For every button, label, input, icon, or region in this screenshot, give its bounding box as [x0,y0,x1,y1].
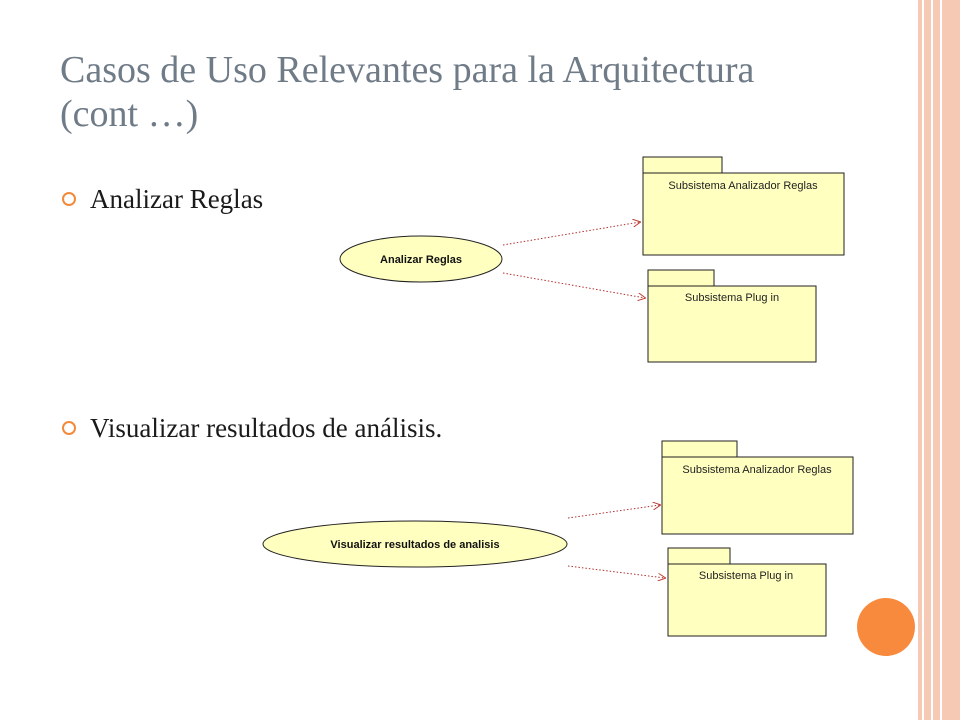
band-stripe [922,0,924,720]
use-case-ellipse [262,520,568,568]
diagram-analizar-reglas: Analizar Reglas Subsistema Analizador Re… [339,156,845,363]
package-box [642,172,845,256]
package-tab [642,156,723,174]
package-tab [661,440,738,458]
use-case-label: Analizar Reglas [380,254,462,266]
band-stripe [931,0,933,720]
package-box [667,563,827,637]
package-tab [667,547,731,565]
bullet-item: Visualizar resultados de análisis. [62,412,442,444]
package-label: Subsistema Analizador Reglas [668,180,818,192]
bullet-text: Visualizar resultados de análisis. [90,413,443,443]
package-label: Subsistema Plug in [699,570,793,582]
package-box [661,456,854,535]
band-stripe [940,0,942,720]
dependency-arrow [502,222,640,246]
dependency-arrow [567,565,665,578]
decorative-circle [857,598,915,656]
package-label: Subsistema Plug in [685,292,779,304]
dependency-arrow [502,272,645,298]
package-box [647,285,817,363]
bullet-dot-icon [62,191,76,206]
package-label: Subsistema Analizador Reglas [682,464,832,476]
package-tab [647,269,715,287]
use-case-label: Visualizar resultados de analisis [330,539,499,551]
bullet-item: Analizar Reglas [62,183,263,215]
dependency-arrow [567,505,660,519]
bullet-text: Analizar Reglas [90,184,264,214]
use-case-ellipse [339,235,503,283]
diagram-visualizar-resultados: Visualizar resultados de analisis Subsis… [262,440,854,637]
right-accent-band [918,0,960,720]
slide-title: Casos de Uso Relevantes para la Arquitec… [60,49,755,135]
bullet-dot-icon [62,420,76,435]
